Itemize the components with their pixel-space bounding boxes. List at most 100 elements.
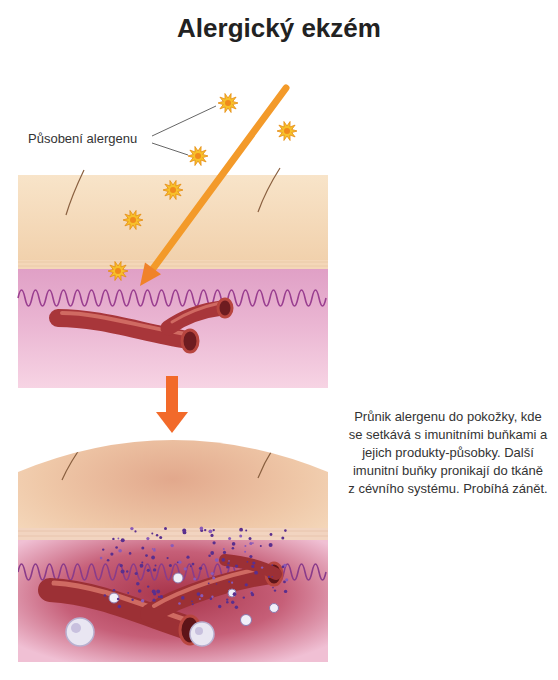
skin-before-part (18, 269, 328, 388)
mediator-dot (243, 596, 245, 598)
mediator-dot (211, 596, 213, 598)
mediator-dot (118, 549, 122, 553)
allergen-particle (108, 93, 297, 280)
allergen-particle-part (163, 180, 183, 199)
skin-inflamed (18, 400, 328, 662)
mediator-dot (127, 592, 129, 594)
skin-inflamed-part (71, 623, 81, 633)
allergen-particle-part (123, 210, 143, 229)
mediator-dot (210, 598, 213, 601)
mediator-dot (182, 529, 186, 533)
mediator-dot (104, 594, 107, 597)
mediator-dot (112, 538, 114, 540)
skin-before-part (182, 330, 198, 352)
skin-inflamed-part (18, 528, 328, 540)
mediator-dot (113, 589, 116, 592)
mediator-dot (226, 601, 229, 604)
mediator-dot (252, 561, 255, 564)
mediator-dot (282, 566, 285, 569)
mediator-dot (156, 534, 158, 536)
mediator-dot (107, 559, 110, 562)
skin-before-part (18, 175, 328, 265)
mediator-dot (208, 554, 211, 557)
mediator-dot (134, 530, 136, 532)
mediator-dot (233, 592, 237, 596)
mediator-dot (239, 535, 242, 538)
mediator-dot (226, 565, 229, 568)
skin-inflamed-part (195, 627, 203, 635)
mediator-dot (251, 565, 254, 568)
mediator-dot (271, 576, 273, 578)
mediator-dot (212, 577, 215, 580)
mediator-dot (251, 593, 254, 596)
mediator-dot (218, 605, 221, 608)
mediator-dot (145, 554, 148, 557)
mediator-dot (231, 601, 234, 604)
mediator-dot (215, 558, 219, 562)
allergen-particle-part (277, 121, 297, 140)
mediator-dot (121, 570, 125, 574)
mediator-dot (190, 565, 192, 567)
mediator-dot (235, 606, 238, 609)
transition-arrow (156, 376, 188, 433)
mediator-dot (118, 538, 120, 540)
mediator-dot (180, 561, 182, 563)
mediator-dot (247, 561, 249, 563)
mediator-dot (213, 541, 216, 544)
mediator-dot (228, 560, 230, 562)
allergen-arrow-part (152, 88, 286, 270)
skin-inflamed-part (18, 400, 328, 532)
mediator-dot (153, 568, 156, 571)
mediator-dots (100, 527, 289, 609)
mediator-dot (231, 582, 233, 584)
mediator-dot (154, 548, 156, 550)
mediator-dot (223, 551, 226, 554)
mediator-dot (245, 583, 248, 586)
mediator-dot (226, 598, 228, 600)
mediator-dot (269, 543, 273, 547)
mediator-dot (213, 529, 215, 531)
mediator-dot (102, 548, 104, 550)
mediator-dot (232, 542, 236, 546)
mediator-dot (223, 548, 225, 550)
allergen-arrow-part (140, 262, 161, 286)
skin-before-part (258, 168, 280, 212)
mediator-dot (120, 564, 123, 567)
mediator-dot (146, 537, 149, 540)
skin-inflamed-part (18, 540, 328, 662)
skin-inflamed-part (190, 622, 214, 646)
mediator-dot (281, 537, 284, 540)
mediator-dot (126, 570, 128, 572)
mediator-dot (272, 587, 274, 589)
mediator-dot (232, 547, 235, 550)
mediator-dot (110, 553, 113, 556)
mediator-dot (192, 563, 195, 566)
mediator-dot (208, 583, 210, 585)
mediator-dot (200, 594, 203, 597)
skin-before-part (18, 260, 328, 269)
diagram-title: Alergický ekzém (0, 12, 558, 44)
mediator-dot (252, 565, 255, 568)
mediator-dot (228, 581, 230, 583)
mediator-dot (181, 596, 185, 600)
skin-inflamed-part (258, 438, 280, 478)
mediator-dot (216, 583, 218, 585)
mediator-dot (199, 598, 201, 600)
mediator-dot (274, 589, 276, 591)
skin-inflamed-part (109, 593, 119, 603)
mediator-dot (199, 567, 202, 570)
skin-inflamed-part (225, 560, 276, 574)
mediator-dot (284, 529, 287, 532)
skin-inflamed-part (66, 618, 94, 646)
description-text: Průnik alergenu do pokožky, kde se setká… (348, 408, 548, 498)
skin-inflamed-part (62, 440, 86, 480)
skin-before-part (218, 299, 232, 317)
mediator-dot (131, 599, 133, 601)
mediator-dot (270, 533, 273, 536)
mediator-dot (245, 529, 247, 531)
mediator-dot (271, 564, 273, 566)
mediator-dot (260, 545, 262, 547)
mediator-dot (193, 577, 196, 580)
skin-inflamed-part (18, 531, 328, 532)
